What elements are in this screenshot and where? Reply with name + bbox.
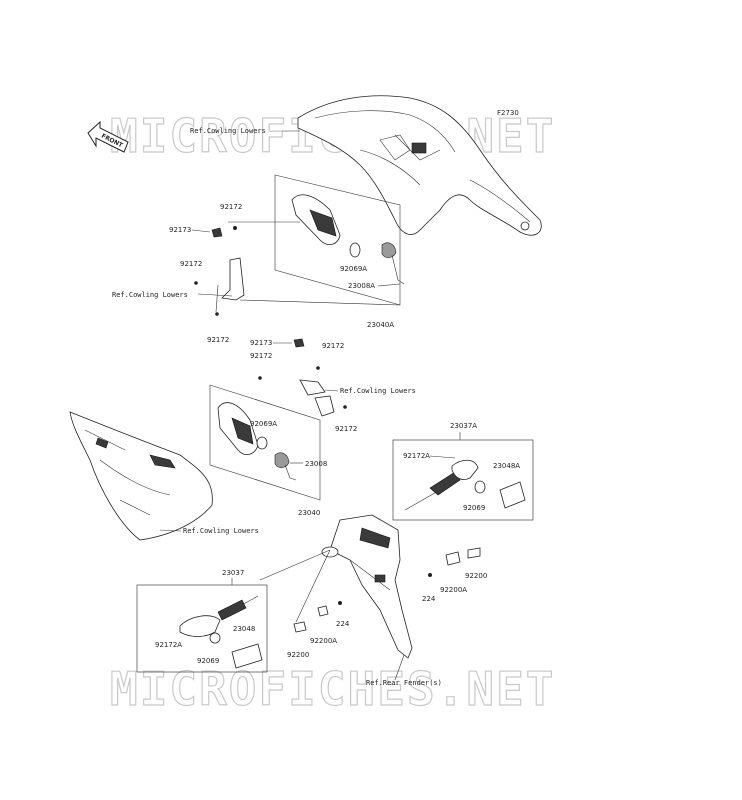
rear-fender-bracket — [321, 514, 413, 659]
diagram-code: F2730 — [497, 109, 519, 117]
upper-cowling — [297, 95, 542, 236]
label-92069a-1: 92069A — [340, 265, 367, 273]
middle-turn-signal — [209, 384, 321, 501]
label-92200-1: 92200 — [465, 572, 487, 580]
label-92172-f: 92172 — [335, 425, 357, 433]
upper-turn-signal — [274, 174, 405, 306]
label-23048a: 23048A — [493, 462, 520, 470]
watermark-bottom: MICROFICHES.NET — [110, 662, 555, 716]
label-23040: 23040 — [298, 509, 320, 517]
label-92172-d: 92172 — [250, 352, 272, 360]
rear-turn-signal-left — [179, 595, 263, 669]
box-23037 — [136, 584, 268, 673]
label-23037: 23037 — [222, 569, 244, 577]
label-92172-b: 92172 — [180, 260, 202, 268]
label-23008a: 23008A — [348, 282, 375, 290]
label-92069a-2: 92069A — [250, 420, 277, 428]
label-23048: 23048 — [233, 625, 255, 633]
label-92200a-1: 92200A — [440, 586, 467, 594]
label-23008: 23008 — [305, 460, 327, 468]
label-ref-rear-fender: Ref.Rear Fender(s) — [366, 679, 442, 687]
label-23037a: 23037A — [450, 422, 477, 430]
label-92172a-1: 92172A — [403, 452, 430, 460]
label-ref-cowling-lowers-4: Ref.Cowling Lowers — [183, 527, 259, 535]
label-224-1: 224 — [422, 595, 436, 603]
rear-turn-signal-right — [404, 459, 526, 511]
label-92172-c: 92172 — [207, 336, 229, 344]
label-ref-cowling-lowers-3: Ref.Cowling Lowers — [340, 387, 416, 395]
label-92069-2: 92069 — [197, 657, 219, 665]
label-92172-e: 92172 — [322, 342, 344, 350]
lower-left-cowling — [69, 411, 213, 541]
box-23037a — [392, 439, 534, 521]
label-92172-a: 92172 — [220, 203, 242, 211]
label-ref-cowling-lowers-2: Ref.Cowling Lowers — [112, 291, 188, 299]
label-224-2: 224 — [336, 620, 350, 628]
label-92069-1: 92069 — [463, 504, 485, 512]
label-ref-cowling-lowers-1: Ref.Cowling Lowers — [190, 127, 266, 135]
label-23040a: 23040A — [367, 321, 394, 329]
label-92200a-2: 92200A — [310, 637, 337, 645]
label-92200-2: 92200 — [287, 651, 309, 659]
label-92172a-2: 92172A — [155, 641, 182, 649]
label-92173-a: 92173 — [169, 226, 191, 234]
label-92173-b: 92173 — [250, 339, 272, 347]
